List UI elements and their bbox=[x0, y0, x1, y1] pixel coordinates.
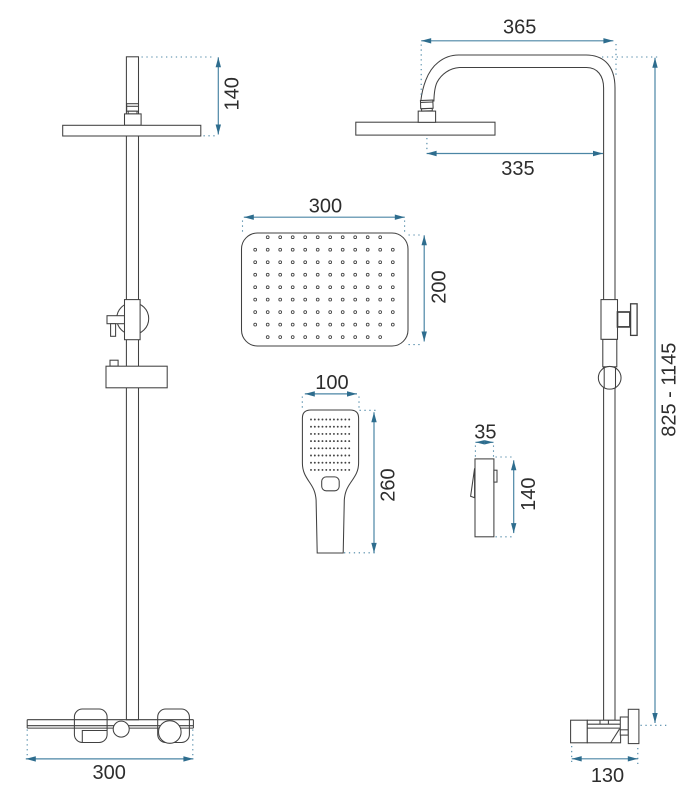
svg-text:335: 335 bbox=[501, 158, 534, 180]
svg-text:300: 300 bbox=[309, 196, 342, 218]
svg-text:365: 365 bbox=[503, 16, 536, 38]
svg-text:100: 100 bbox=[315, 372, 348, 394]
svg-text:200: 200 bbox=[428, 270, 450, 303]
svg-text:140: 140 bbox=[222, 77, 244, 110]
svg-text:825 - 1145: 825 - 1145 bbox=[659, 343, 681, 437]
svg-text:35: 35 bbox=[474, 422, 496, 444]
svg-text:140: 140 bbox=[518, 478, 540, 511]
svg-text:300: 300 bbox=[93, 762, 126, 784]
svg-text:130: 130 bbox=[591, 765, 624, 787]
svg-text:260: 260 bbox=[378, 468, 400, 501]
